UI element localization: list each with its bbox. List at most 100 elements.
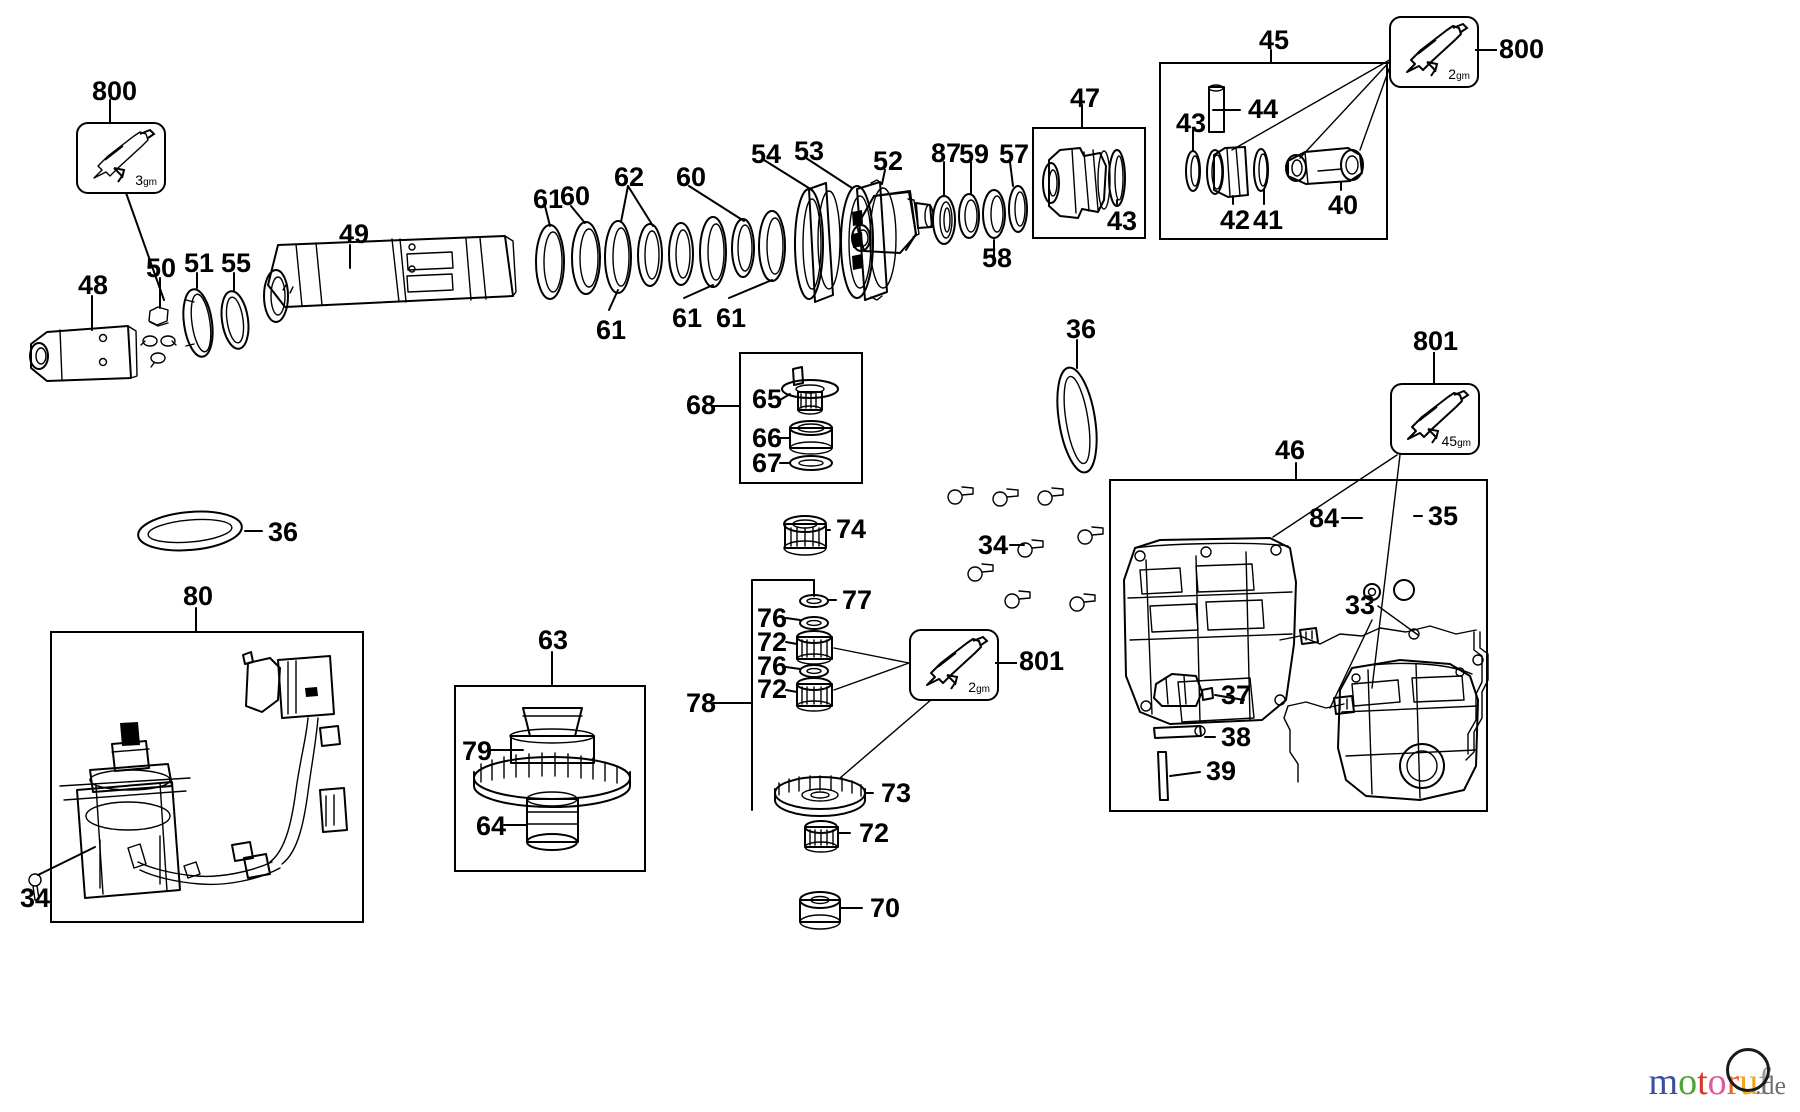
callout-34-lower: 34	[20, 883, 51, 913]
callout-77: 77	[842, 585, 873, 615]
wm-letter-t: t	[1697, 1061, 1708, 1103]
callout-63: 63	[538, 625, 569, 655]
part-58	[982, 189, 1006, 239]
callout-34-upper: 34	[978, 530, 1009, 560]
callout-40: 40	[1328, 190, 1359, 220]
wm-letter-o2: o	[1707, 1061, 1727, 1103]
callout-801-right: 801	[1413, 326, 1459, 356]
callout-62: 62	[614, 162, 645, 192]
callout-76-b: 76	[757, 651, 788, 681]
washer-stack	[535, 210, 786, 300]
wm-letter-m: m	[1648, 1061, 1679, 1103]
callout-36-upper: 36	[1066, 314, 1097, 344]
callout-42: 42	[1220, 205, 1251, 235]
grease-amount-label: 45gm	[1441, 433, 1471, 449]
callout-72-a: 72	[757, 627, 788, 657]
group-box-47	[1032, 127, 1146, 239]
callout-74: 74	[836, 514, 867, 544]
callout-73: 73	[881, 778, 912, 808]
callout-58: 58	[982, 243, 1013, 273]
callout-76-a: 76	[757, 603, 788, 633]
callout-800-left: 800	[92, 76, 138, 106]
grease-amount-label: 2gm	[1448, 66, 1470, 82]
callout-800-right: 800	[1499, 34, 1545, 64]
callout-79: 79	[462, 736, 493, 766]
part-47-assembly	[1042, 147, 1126, 219]
part-49	[263, 235, 517, 323]
part-74	[783, 515, 827, 556]
callout-57: 57	[999, 139, 1030, 169]
callout-61-c: 61	[672, 303, 703, 333]
part-87	[932, 195, 956, 245]
part-46-assembly	[1123, 537, 1489, 801]
callout-50: 50	[146, 253, 177, 283]
callout-80: 80	[183, 581, 214, 611]
callout-55: 55	[221, 248, 252, 278]
part-48	[29, 325, 138, 382]
callout-45: 45	[1259, 25, 1290, 55]
callout-72-b: 72	[757, 674, 788, 704]
callout-87: 87	[931, 138, 962, 168]
group-box-45	[1159, 62, 1388, 240]
part-72-c	[804, 820, 839, 853]
callout-61-a: 61	[533, 184, 564, 214]
leader-801-center	[995, 662, 1017, 664]
motoruf-watermark: motoruf.de	[1648, 1048, 1786, 1104]
callout-61-d: 61	[716, 303, 747, 333]
callout-38: 38	[1221, 722, 1252, 752]
part-73	[774, 775, 866, 817]
callout-44: 44	[1248, 94, 1279, 124]
callout-53: 53	[794, 136, 825, 166]
part-72-b	[796, 677, 833, 712]
part-51	[182, 288, 214, 358]
callout-51: 51	[184, 248, 215, 278]
group-box-68	[739, 352, 863, 484]
callout-67: 67	[752, 448, 783, 478]
leader-801-right	[1433, 352, 1435, 383]
part-50	[140, 306, 177, 368]
callout-33: 33	[1345, 590, 1376, 620]
callout-70: 70	[870, 893, 901, 923]
part-36-upper	[1056, 366, 1098, 474]
part-70	[799, 891, 841, 930]
callout-61-b: 61	[596, 315, 627, 345]
part-36-left	[137, 510, 243, 552]
callout-35: 35	[1428, 501, 1459, 531]
group-box-63	[454, 685, 646, 872]
grease-amount-label: 2gm	[968, 679, 990, 695]
callout-60-b: 60	[676, 162, 707, 192]
callout-59: 59	[959, 139, 990, 169]
callout-66: 66	[752, 423, 783, 453]
wm-ring-icon	[1726, 1048, 1770, 1092]
part-68-assembly	[781, 366, 839, 471]
callout-60-a: 60	[560, 181, 591, 211]
callout-47: 47	[1070, 83, 1101, 113]
part-76-a	[799, 616, 829, 630]
callout-39: 39	[1206, 756, 1237, 786]
grease-tube-801-center: 2gm	[909, 629, 999, 701]
callout-43-b: 43	[1176, 108, 1207, 138]
part-34-pins	[947, 486, 1104, 612]
grease-tube-800-right: 2gm	[1389, 16, 1479, 88]
callout-46: 46	[1275, 435, 1306, 465]
part-80-assembly	[28, 651, 348, 901]
part-45-assembly	[1185, 84, 1364, 198]
callout-52: 52	[873, 146, 904, 176]
wm-letter-o1: o	[1678, 1061, 1698, 1103]
callout-37: 37	[1221, 680, 1252, 710]
callout-68: 68	[686, 390, 717, 420]
callout-54: 54	[751, 139, 782, 169]
leader-800-right	[1475, 49, 1497, 51]
callout-78: 78	[686, 688, 717, 718]
grease-tube-800-left: 3gm	[76, 122, 166, 194]
part-72-a	[796, 630, 833, 665]
part-76-b	[799, 664, 829, 678]
callout-801-center: 801	[1019, 646, 1065, 676]
grease-tube-801-right: 45gm	[1390, 383, 1480, 455]
callout-41: 41	[1253, 205, 1284, 235]
grease-amount-label: 3gm	[135, 172, 157, 188]
callout-65: 65	[752, 384, 783, 414]
group-box-46	[1109, 479, 1488, 812]
